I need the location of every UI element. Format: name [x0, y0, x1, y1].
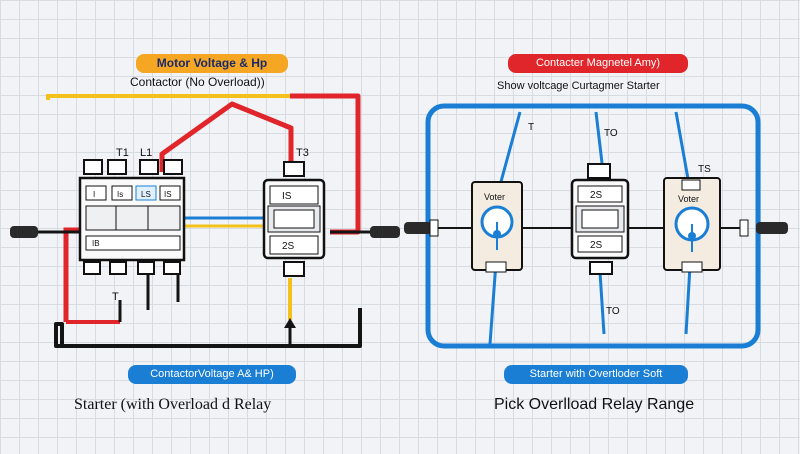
right-starter-diagram — [404, 103, 788, 349]
terminal-nub-left — [429, 219, 439, 237]
label-right-t: T — [528, 122, 534, 133]
left-terminal-plug — [10, 226, 38, 238]
middle-relay-block — [570, 163, 630, 275]
blue-wire-5 — [598, 271, 606, 335]
left-subtitle: Contactor (No Overload)) — [130, 75, 265, 89]
left-caption: Starter (with Overload d Relay — [74, 396, 272, 413]
right-relay-bottom: 2S — [590, 240, 603, 251]
block-label-5: IB — [92, 239, 100, 248]
terminal-nub-right — [739, 219, 749, 237]
label-left-t: T — [112, 291, 119, 303]
right-left-terminal-plug — [404, 222, 432, 234]
red-left-wire — [63, 227, 80, 322]
right-gauge-label: Voter — [678, 194, 699, 204]
left-top-pill: Motor Voltage & Hp — [136, 54, 288, 73]
label-l1: L1 — [140, 147, 152, 159]
right-top-pill: Contacter Magnetel Amy) — [508, 54, 688, 73]
overload-relay-block — [262, 161, 326, 277]
left-relay-top: IS — [282, 191, 292, 202]
block-label-3: LS — [141, 190, 151, 199]
right-terminal-plug — [370, 226, 400, 238]
arrow-head — [284, 318, 296, 328]
right-bottom-pill: Starter with Overtloder Soft — [504, 365, 688, 384]
black-bottom-wire — [54, 308, 362, 348]
contactor-block — [78, 159, 186, 275]
block-label-1: I — [93, 190, 95, 199]
left-bottom-pill: ContactorVoltage A& HP) — [128, 365, 296, 384]
left-gauge-device — [471, 181, 523, 273]
red-diagonal-wire — [159, 101, 294, 172]
right-caption: Pick Overlload Relay Range — [494, 396, 695, 413]
label-to-top: TO — [604, 128, 618, 139]
left-gauge-label: Voter — [484, 192, 505, 202]
right-relay-top: 2S — [590, 190, 603, 201]
right-gauge-device — [663, 177, 721, 273]
yellow-supply-wire — [46, 94, 290, 100]
label-t3: T3 — [296, 147, 309, 159]
label-t1: T1 — [116, 147, 129, 159]
left-starter-diagram — [10, 93, 400, 348]
blue-wire-4 — [488, 261, 498, 345]
label-to-bottom: TO — [606, 306, 620, 317]
right-subtitle: Show voltcage Curtagmer Starter — [497, 80, 660, 92]
right-right-terminal-plug — [756, 222, 788, 234]
blue-wire-6 — [684, 265, 692, 335]
label-ts: TS — [698, 164, 711, 175]
left-relay-bottom: 2S — [282, 241, 295, 252]
block-label-4: IS — [164, 190, 172, 199]
block-label-2: Is — [117, 190, 123, 199]
